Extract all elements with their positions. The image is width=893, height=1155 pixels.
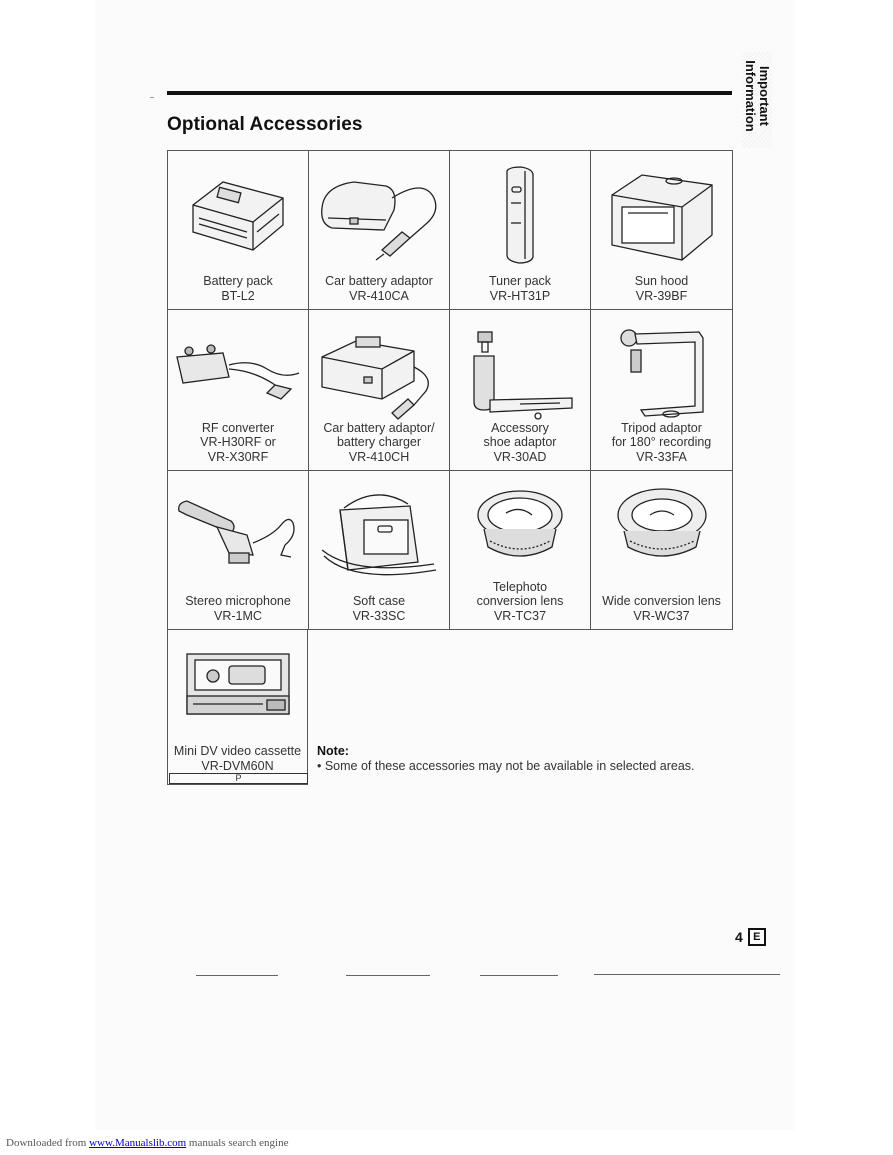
cassette-cell xyxy=(167,629,308,785)
accessory-caption: Sun hood VR-39BF xyxy=(593,274,730,303)
accessory-name: Tripod adaptor xyxy=(621,420,702,435)
accessory-cell: Battery pack BT-L2 xyxy=(168,151,309,310)
side-tab: Important Information xyxy=(738,52,776,148)
accessory-model: VR-39BF xyxy=(635,288,688,303)
accessory-name: Wide conversion lens xyxy=(602,594,721,608)
soft-case-icon xyxy=(309,479,449,591)
accessory-caption: Battery pack BT-L2 xyxy=(170,274,306,303)
accessory-model: VR-H30RF or xyxy=(200,435,276,449)
accessory-caption: Car battery adaptor/ battery charger VR-… xyxy=(311,421,447,465)
header-rule xyxy=(167,91,732,95)
accessory-name: Accessory xyxy=(491,420,549,435)
accessory-model: VR-TC37 xyxy=(493,608,547,623)
accessory-name: RF converter xyxy=(201,420,275,435)
accessory-cell: Car battery adaptor/ battery charger VR-… xyxy=(309,310,450,471)
note-block: Note: • Some of these accessories may no… xyxy=(317,744,695,773)
accessory-caption: Stereo microphone VR-1MC xyxy=(170,594,306,623)
tab-texture xyxy=(742,52,772,148)
sun-hood-icon xyxy=(591,159,732,271)
accessory-caption: Soft case VR-33SC xyxy=(311,594,447,623)
page-number-value: 4 xyxy=(735,929,743,945)
accessory-name-cont: battery charger xyxy=(336,435,422,449)
accessory-cell: Wide conversion lens VR-WC37 xyxy=(591,471,732,629)
accessory-name: Battery pack xyxy=(203,274,273,288)
accessory-model: VR-33FA xyxy=(636,449,687,464)
note-heading: Note: xyxy=(317,744,349,758)
accessory-model: VR-HT31P xyxy=(489,288,551,303)
accessory-cell: Tripod adaptor for 180° recording VR-33F… xyxy=(591,310,732,471)
accessory-cell: Stereo microphone VR-1MC xyxy=(168,471,309,629)
mini-dv-cassette-icon xyxy=(168,650,307,760)
accessory-model: VR-WC37 xyxy=(633,608,690,623)
accessory-model: VR-410CH xyxy=(348,449,410,464)
accessory-caption: RF converter VR-H30RF or VR-X30RF xyxy=(170,421,306,465)
battery-charger-icon xyxy=(309,318,449,430)
footer: Downloaded from www.Manualslib.com manua… xyxy=(6,1137,288,1149)
footer-link[interactable]: www.Manualslib.com xyxy=(89,1137,187,1149)
tripod-adaptor-icon xyxy=(591,318,732,430)
accessory-model-alt: VR-X30RF xyxy=(207,449,269,464)
accessories-grid: Battery pack BT-L2 Car battery adaptor V… xyxy=(167,150,733,630)
accessory-cell: Soft case VR-33SC xyxy=(309,471,450,629)
accessory-cell: Tuner pack VR-HT31P xyxy=(450,151,591,310)
accessory-caption: Wide conversion lens VR-WC37 xyxy=(593,594,730,623)
accessory-caption: Accessory shoe adaptor VR-30AD xyxy=(452,421,588,465)
accessory-model: VR-30AD xyxy=(493,449,547,464)
p-mark: P xyxy=(169,773,308,784)
page-number: 4 E xyxy=(735,928,766,946)
shoe-adaptor-icon xyxy=(450,318,590,430)
accessory-name-cont: shoe adaptor xyxy=(483,435,557,449)
accessory-name: Car battery adaptor/ xyxy=(323,420,435,435)
accessory-model: VR-33SC xyxy=(352,608,406,623)
note-text: • Some of these accessories may not be a… xyxy=(317,758,695,773)
scan-line xyxy=(480,975,558,976)
footer-suffix: manuals search engine xyxy=(188,1137,289,1149)
accessory-caption: Car battery adaptor VR-410CA xyxy=(311,274,447,303)
accessory-name-cont: conversion lens xyxy=(476,594,564,608)
scan-mark xyxy=(150,97,154,98)
accessory-caption: Tuner pack VR-HT31P xyxy=(452,274,588,303)
accessory-caption: Telephoto conversion lens VR-TC37 xyxy=(452,580,588,624)
accessory-name: Stereo microphone xyxy=(185,594,291,608)
stereo-microphone-icon xyxy=(168,479,308,591)
accessory-name: Soft case xyxy=(352,594,406,608)
accessory-name-cont: for 180° recording xyxy=(611,435,712,449)
accessory-name: Sun hood xyxy=(634,274,689,288)
cassette-name: Mini DV video cassette xyxy=(173,744,302,758)
rf-converter-icon xyxy=(168,318,308,430)
tuner-pack-icon xyxy=(450,159,590,271)
accessory-name: Tuner pack xyxy=(488,274,552,288)
accessory-model: BT-L2 xyxy=(221,288,255,303)
accessory-name: Car battery adaptor xyxy=(325,274,433,288)
battery-pack-icon xyxy=(168,159,308,271)
car-battery-adaptor-icon xyxy=(309,159,449,271)
accessory-cell: Sun hood VR-39BF xyxy=(591,151,732,310)
accessory-model: VR-410CA xyxy=(349,288,409,303)
accessory-cell: RF converter VR-H30RF or VR-X30RF xyxy=(168,310,309,471)
telephoto-lens-icon xyxy=(450,479,590,571)
wide-lens-icon xyxy=(591,479,732,571)
scan-line xyxy=(594,974,780,975)
section-title: Optional Accessories xyxy=(167,114,363,135)
language-mark: E xyxy=(747,928,766,946)
footer-prefix: Downloaded from xyxy=(6,1137,87,1149)
accessory-cell: Telephoto conversion lens VR-TC37 xyxy=(450,471,591,629)
accessory-caption: Tripod adaptor for 180° recording VR-33F… xyxy=(593,421,730,465)
scan-line xyxy=(346,975,430,976)
accessory-cell: Car battery adaptor VR-410CA xyxy=(309,151,450,310)
cassette-model: VR-DVM60N xyxy=(201,758,274,773)
accessory-cell: Accessory shoe adaptor VR-30AD xyxy=(450,310,591,471)
scan-line xyxy=(196,975,278,976)
side-tab-label: Important Information xyxy=(743,60,772,132)
accessory-name: Telephoto xyxy=(492,579,548,594)
accessory-model: VR-1MC xyxy=(214,608,262,623)
